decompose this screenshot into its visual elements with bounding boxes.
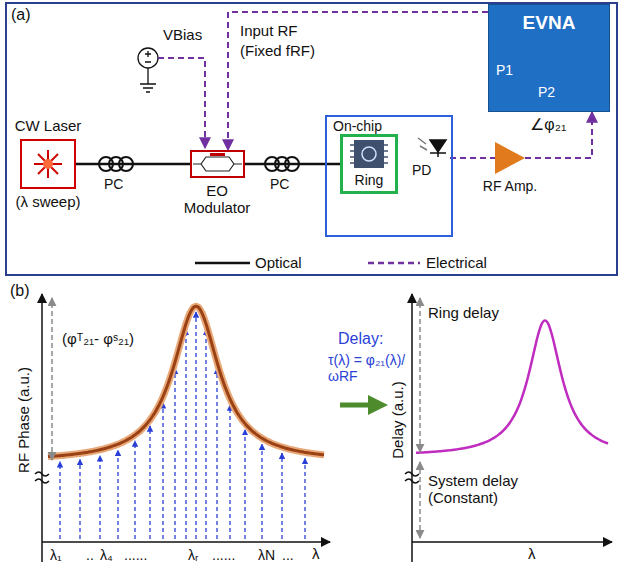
legend-text: Optical xyxy=(255,254,302,271)
label-text: ... xyxy=(282,547,294,563)
node-text: (λ sweep) xyxy=(15,193,80,210)
sample-arrow xyxy=(205,330,206,539)
node-text: EVNA xyxy=(523,12,576,34)
rf-amplifier: RF Amp. xyxy=(495,142,525,174)
label-text: λ xyxy=(528,545,536,562)
label-text: System delay (Constant) xyxy=(428,472,528,507)
label-text: λᵣ xyxy=(188,547,198,563)
ring-chip-icon xyxy=(350,140,388,168)
phase-curve xyxy=(48,306,324,456)
node-text: PD xyxy=(412,162,431,178)
sample-arrow xyxy=(281,453,282,539)
amplifier-symbol xyxy=(495,142,525,174)
bias-wire xyxy=(158,58,205,148)
transform-arrow xyxy=(340,403,382,408)
legend-text: Electrical xyxy=(426,254,487,271)
sample-arrow xyxy=(149,426,150,539)
sample-arrow xyxy=(261,444,262,539)
label-text: λ₄ xyxy=(100,547,113,563)
node-text: Ring xyxy=(355,172,384,188)
sample-arrow xyxy=(59,462,60,539)
mzi-icon xyxy=(193,153,242,171)
label-text: Ring delay xyxy=(428,304,499,321)
sample-arrow xyxy=(229,405,230,539)
node-text: EO Modulator xyxy=(181,182,253,217)
node-text: On-chip xyxy=(333,118,382,134)
label-text: Input RF xyxy=(240,22,298,39)
label-text: PC xyxy=(104,176,123,192)
modulator-box: EO Modulator xyxy=(190,150,245,178)
rf-output-wire xyxy=(525,112,592,158)
sample-arrow xyxy=(99,456,100,539)
label-text: Delay: xyxy=(338,330,383,348)
label-text: .. xyxy=(86,547,94,563)
sample-arrow xyxy=(134,441,135,539)
node-text: P1 xyxy=(496,62,513,78)
legend-line-electrical xyxy=(368,262,420,265)
dimension-arrow xyxy=(52,298,420,538)
chart-axes xyxy=(35,294,612,562)
label-text: λ₁ xyxy=(50,547,62,563)
sample-arrow xyxy=(79,459,80,539)
sample-arrow xyxy=(174,368,175,539)
sample-arrow xyxy=(162,403,163,539)
chip-box: On-chipRing PD xyxy=(325,115,453,237)
delay-curve xyxy=(416,320,608,452)
vna-box: EVNA P1P2 xyxy=(488,4,610,112)
rf-wire xyxy=(450,157,495,159)
node-text: CW Laser xyxy=(15,117,82,134)
label-text: PC xyxy=(270,176,289,192)
photodetector: PD xyxy=(410,136,450,180)
sample-arrow xyxy=(244,430,245,539)
label-text: (φᵀ₂₁- φˢ₂₁) xyxy=(62,330,134,347)
sample-arrow xyxy=(185,330,186,539)
label-text: ...... xyxy=(212,547,235,563)
ring-box: Ring xyxy=(340,134,398,194)
label-text: ...... xyxy=(124,547,147,563)
label-text: ∠φ₂₁ xyxy=(530,116,566,134)
sample-arrow xyxy=(304,458,305,539)
phase-curve-halo xyxy=(48,306,324,456)
sample-arrow xyxy=(216,368,217,539)
label-text: λN xyxy=(258,547,275,563)
laser-box: CW Laser(λ sweep) xyxy=(20,139,76,189)
bias-source xyxy=(138,48,158,92)
node-text: P2 xyxy=(538,84,555,100)
sample-arrow xyxy=(195,312,196,539)
node-text: (a) xyxy=(11,6,31,24)
sample-arrow xyxy=(117,450,118,539)
optical-fiber xyxy=(76,163,190,166)
label-text: (Fixed fRF) xyxy=(240,42,315,59)
label-text: VBias xyxy=(163,26,202,43)
photodiode-symbol xyxy=(418,138,446,157)
label-text: τ(λ) = φ₂₁(λ)/ωRF xyxy=(328,352,410,384)
label-text: RF Phase (a.u.) xyxy=(15,367,32,473)
label-text: Delay (a.u.) xyxy=(389,381,406,459)
label-text: (b) xyxy=(10,282,30,300)
legend-line-optical xyxy=(195,262,250,265)
rf-input-wire xyxy=(228,12,488,150)
node-text: RF Amp. xyxy=(483,178,537,194)
laser-icon xyxy=(34,150,62,178)
label-text: λ xyxy=(312,545,320,562)
